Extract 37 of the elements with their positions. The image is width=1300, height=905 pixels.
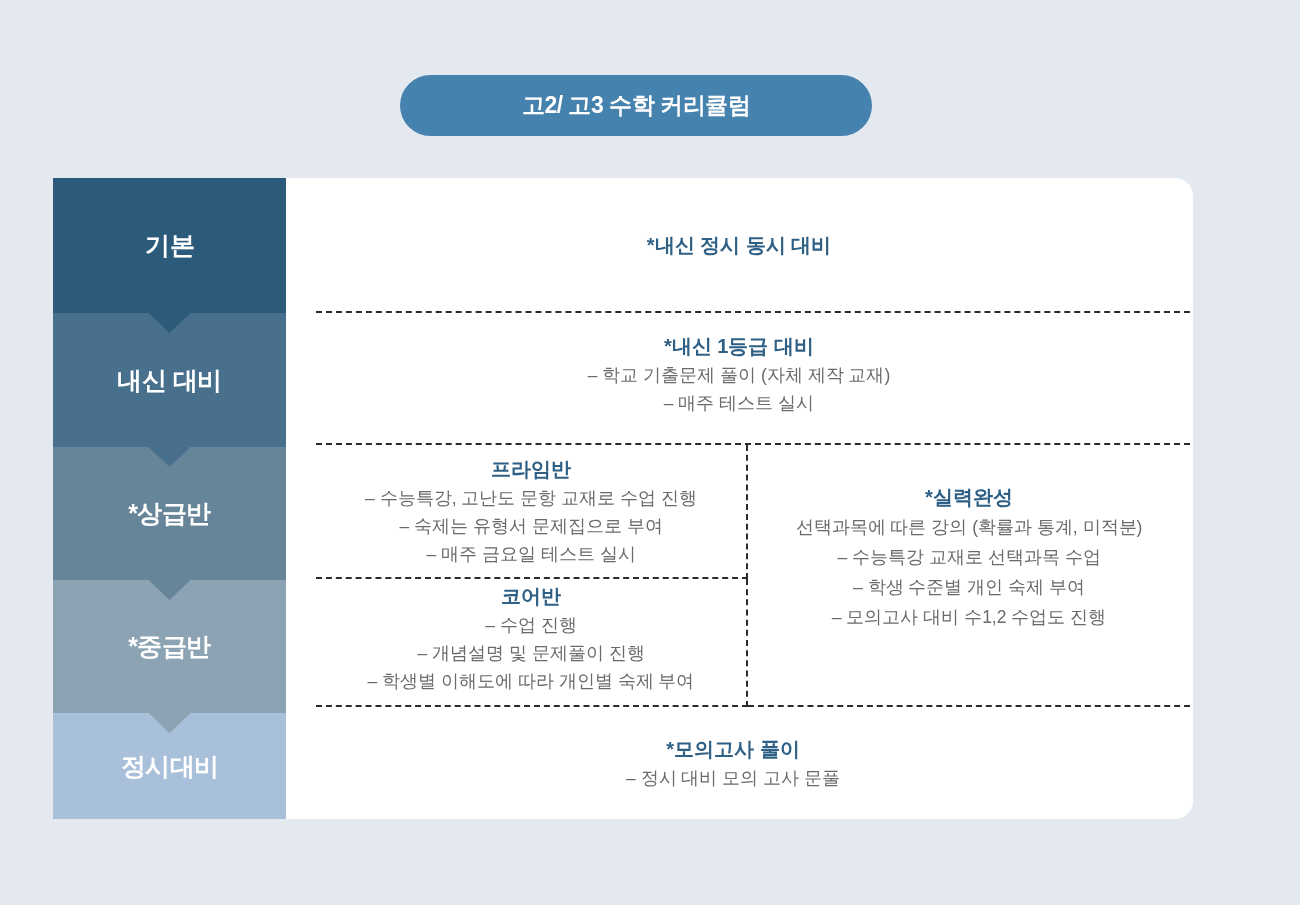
section-heading: *실력완성 [925, 485, 1013, 510]
section-heading: *내신 정시 동시 대비 [646, 232, 832, 258]
dashed-section [316, 579, 748, 707]
stage-band [53, 178, 286, 313]
stage-label: 정시대비 [120, 750, 219, 782]
bullet-text: – 매주 테스트 실시 [663, 392, 815, 415]
stage-label: 내신 대비 [117, 364, 222, 396]
bullet-text: – 학생별 이해도에 따라 개인별 숙제 부여 [367, 670, 695, 693]
chevron-arrow [148, 447, 191, 467]
bullet-text: – 수능특강, 고난도 문항 교재로 수업 진행 [365, 487, 697, 510]
bullet-text: 선택과목에 따른 강의 (확률과 통계, 미적분) [795, 516, 1143, 539]
stage-label: *상급반 [128, 498, 211, 529]
chevron-arrow [148, 580, 191, 600]
stage-band [53, 580, 286, 713]
chevron-arrow [148, 313, 191, 333]
dashed-section [316, 445, 748, 579]
section-heading: *내신 1등급 대비 [664, 334, 814, 359]
bullet-text: – 학생 수준별 개인 숙제 부여 [852, 576, 1085, 599]
bullet-text: – 학교 기출문제 풀이 (자체 제작 교재) [587, 364, 891, 387]
title-pill: 고2/ 고3 수학 커리큘럼 [400, 75, 872, 136]
stage-label: *중급반 [128, 631, 211, 662]
section-heading: 프라임반 [491, 457, 571, 482]
stage-label: 기본 [145, 230, 194, 261]
bullet-text: – 매주 금요일 테스트 실시 [426, 543, 636, 566]
bullet-text: – 개념설명 및 문제풀이 진행 [417, 642, 645, 665]
content-panel [286, 178, 1193, 819]
bullet-text: – 수업 진행 [485, 614, 577, 637]
section-heading: 코어반 [501, 584, 561, 609]
section-heading: *모의고사 풀이 [666, 737, 800, 762]
bullet-text: – 숙제는 유형서 문제집으로 부여 [399, 515, 663, 538]
stage-band [53, 313, 286, 447]
bullet-text: – 모의고사 대비 수1,2 수업도 진행 [831, 606, 1107, 629]
chevron-arrow [148, 713, 191, 733]
stage-band [53, 713, 286, 819]
bullet-text: – 수능특강 교재로 선택과목 수업 [837, 546, 1101, 569]
bullet-text: – 정시 대비 모의 고사 문풀 [625, 767, 840, 790]
stage-band [53, 447, 286, 580]
